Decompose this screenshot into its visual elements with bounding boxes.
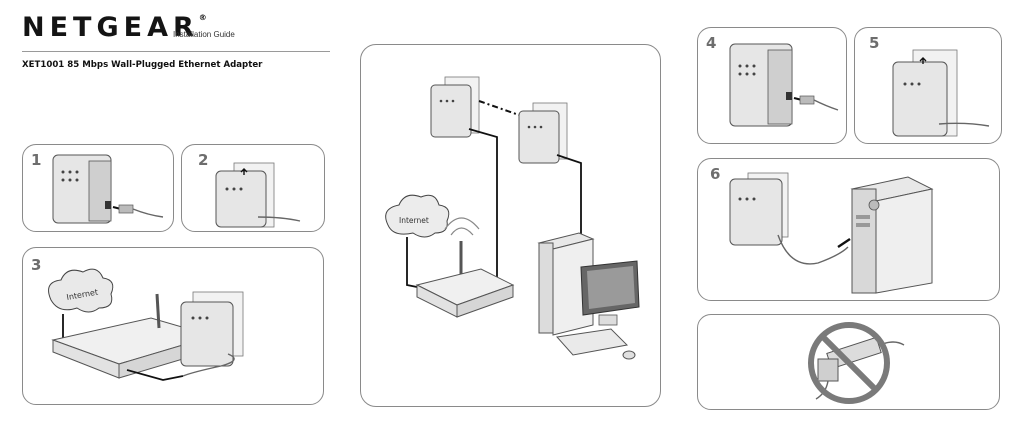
step-number: 6 bbox=[710, 165, 721, 183]
step-3-panel: 3 Internet bbox=[22, 247, 324, 405]
step-number: 1 bbox=[31, 151, 42, 169]
adapter-to-computer-illustration bbox=[729, 172, 934, 294]
network-diagram-illustration: Internet bbox=[385, 76, 640, 360]
brand-name: NETGEAR bbox=[22, 12, 199, 43]
product-title: XET1001 85 Mbps Wall-Plugged Ethernet Ad… bbox=[22, 60, 263, 70]
step-number: 2 bbox=[198, 151, 209, 169]
step-number: 4 bbox=[706, 34, 717, 52]
step-1-panel: 1 bbox=[22, 144, 174, 232]
step-5-panel: 5 bbox=[854, 27, 1002, 144]
header-divider bbox=[22, 51, 330, 52]
adapter-wall-plug-illustration bbox=[215, 162, 301, 228]
registered-mark: ® bbox=[198, 13, 207, 22]
router-to-adapter-illustration: Internet bbox=[48, 268, 244, 381]
adapter-wall-plug-illustration bbox=[892, 49, 990, 137]
adapter-with-cable-illustration bbox=[52, 154, 164, 224]
netgear-logo: NETGEAR® bbox=[22, 12, 207, 43]
no-power-strip-warning-icon bbox=[808, 322, 905, 404]
step-number: 5 bbox=[869, 34, 880, 52]
step-number: 3 bbox=[31, 256, 42, 274]
guide-label: Installation Guide bbox=[173, 30, 235, 39]
adapter-cable-illustration bbox=[729, 43, 839, 127]
step-6-panel: 6 bbox=[697, 158, 1000, 301]
network-overview-panel: Internet bbox=[360, 44, 661, 407]
step-4-panel: 4 bbox=[697, 27, 847, 144]
warning-panel bbox=[697, 314, 1000, 410]
internet-cloud-label: Internet bbox=[399, 216, 429, 225]
step-2-panel: 2 bbox=[181, 144, 325, 232]
